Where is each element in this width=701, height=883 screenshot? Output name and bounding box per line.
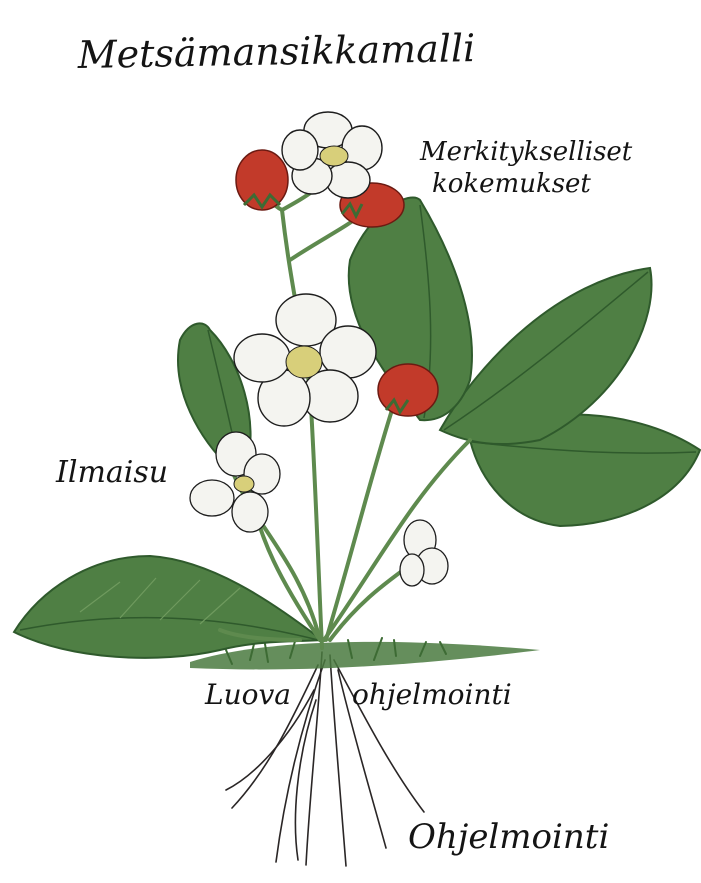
flower-top	[282, 112, 382, 198]
creative-label: Luova	[204, 678, 291, 711]
title-label: Metsämansikkamalli	[76, 26, 475, 77]
expression-label: Ilmaisu	[55, 455, 168, 490]
creative-programming-label: ohjelmointi	[352, 678, 512, 711]
meaningful-experiences-label-line1: Merkitykselliset	[419, 137, 633, 167]
berry-top-left	[236, 150, 288, 210]
berry-middle	[378, 364, 438, 416]
meaningful-experiences-label-line2: kokemukset	[432, 169, 591, 199]
flower-bud-right	[400, 520, 448, 586]
flower-left	[190, 432, 280, 532]
leaf-bottom-left	[14, 556, 322, 658]
programming-label: Ohjelmointi	[408, 817, 609, 857]
